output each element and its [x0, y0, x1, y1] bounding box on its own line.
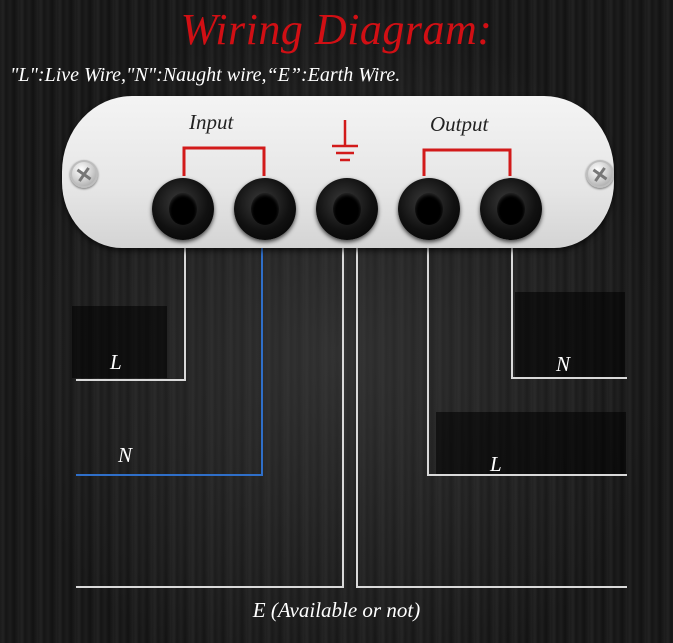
socket-output-neutral	[480, 178, 542, 240]
socket-hole	[333, 193, 361, 225]
input-neutral-label: N	[118, 443, 133, 467]
output-bracket	[422, 148, 512, 176]
output-neutral-wire	[511, 238, 627, 379]
input-live-label: L	[110, 350, 122, 374]
ground-symbol-icon	[332, 120, 358, 162]
input-live-wire	[76, 238, 186, 381]
socket-earth	[316, 178, 378, 240]
output-neutral-label: N	[556, 352, 571, 376]
right-screw-icon	[586, 160, 614, 188]
earth-wire-left	[76, 238, 344, 588]
left-screw-icon	[70, 160, 98, 188]
earth-wire-right	[356, 238, 627, 588]
diagram-title: Wiring Diagram:	[180, 5, 493, 54]
shadow-panel-right	[515, 292, 625, 378]
socket-output-live	[398, 178, 460, 240]
output-live-wire	[427, 238, 627, 476]
socket-input-live	[152, 178, 214, 240]
input-neutral-wire	[76, 238, 263, 476]
socket-hole	[497, 193, 525, 225]
wire-legend-text: "L":Live Wire,"N":Naught wire,“E”:Earth …	[10, 64, 401, 86]
shadow-panel-right-lower	[436, 412, 626, 474]
input-label: Input	[189, 110, 234, 134]
socket-hole	[415, 193, 443, 225]
shadow-panel-left	[72, 306, 167, 378]
socket-hole	[251, 193, 279, 225]
earth-label: E (Available or not)	[252, 598, 421, 622]
output-label: Output	[430, 112, 489, 136]
input-bracket	[182, 146, 266, 176]
output-live-label: L	[490, 452, 502, 476]
socket-input-neutral	[234, 178, 296, 240]
socket-hole	[169, 193, 197, 225]
